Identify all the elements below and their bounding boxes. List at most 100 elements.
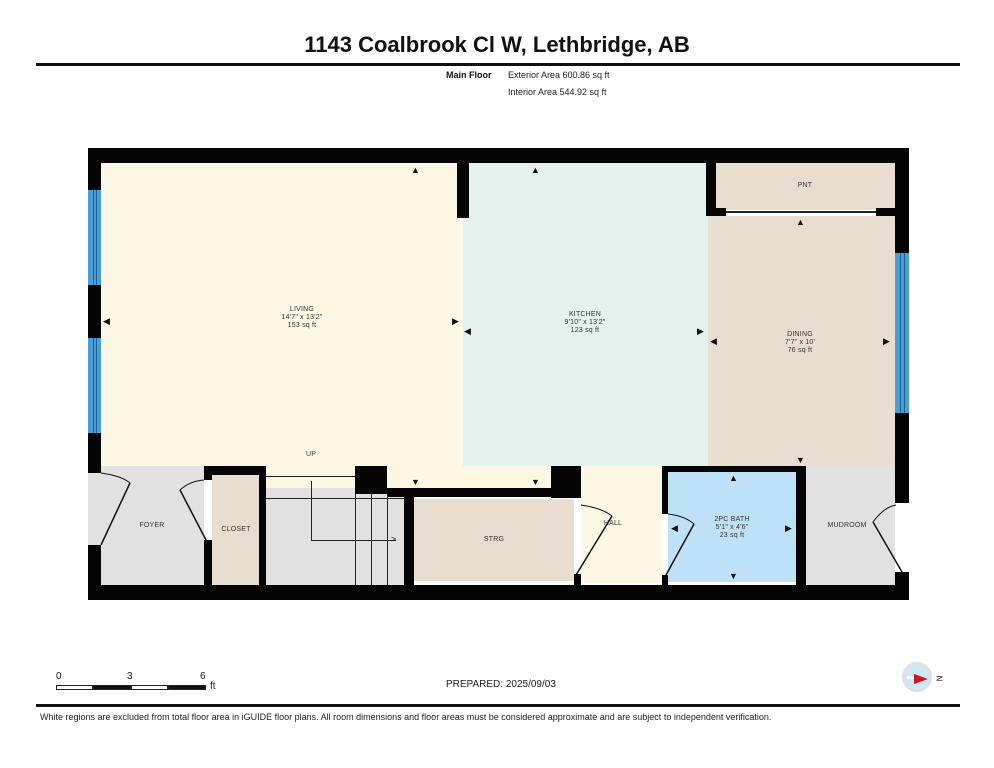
room-area: 23 sq ft bbox=[719, 532, 745, 539]
room-hall bbox=[581, 466, 662, 583]
dimension-arrow-icon: ▲ bbox=[729, 473, 738, 483]
floor-name: Main Floor bbox=[446, 70, 492, 80]
wall-closet-left bbox=[204, 466, 212, 480]
room-name: CLOSET bbox=[221, 526, 251, 533]
wall-pantry-bottom-right bbox=[876, 208, 898, 216]
compass-needle bbox=[914, 674, 928, 684]
compass-tail bbox=[907, 676, 915, 679]
label-pantry: PNT bbox=[765, 182, 845, 190]
window-left-upper bbox=[88, 190, 101, 285]
wall-storage-left bbox=[404, 488, 414, 600]
room-dims: 5'1" x 4'6" bbox=[715, 524, 749, 531]
wall-pantry-bottom-left bbox=[706, 208, 726, 216]
compass-icon bbox=[902, 662, 932, 692]
room-kitchen bbox=[463, 163, 708, 466]
room-mudroom bbox=[806, 466, 895, 585]
room-area: 123 sq ft bbox=[570, 327, 600, 334]
dimension-arrow-icon: ▲ bbox=[796, 217, 805, 227]
room-area: 76 sq ft bbox=[787, 347, 813, 354]
dimension-arrow-icon: ▶ bbox=[785, 523, 792, 533]
label-stairs-up: UP bbox=[271, 451, 351, 459]
dimension-arrow-icon: ◀ bbox=[103, 316, 110, 326]
room-storage bbox=[414, 499, 574, 581]
room-name: LIVING bbox=[289, 306, 315, 313]
scale-segment bbox=[131, 685, 168, 690]
pantry-sliding-door bbox=[726, 211, 876, 213]
label-living: LIVING 14'7" x 13'2" 153 sq ft bbox=[262, 306, 342, 330]
room-area: 153 sq ft bbox=[287, 322, 317, 329]
wall-closet-top bbox=[204, 466, 266, 475]
dimension-arrow-icon: ▶ bbox=[452, 316, 459, 326]
wall-living-kitchen-stub bbox=[457, 148, 469, 218]
room-dims: 9'10" x 13'2" bbox=[564, 319, 606, 326]
label-foyer: FOYER bbox=[112, 522, 192, 530]
stair-tread bbox=[355, 494, 356, 585]
label-bath: 2PC BATH 5'1" x 4'6" 23 sq ft bbox=[692, 516, 772, 540]
wall-hall-block bbox=[551, 466, 581, 498]
room-name: MUDROOM bbox=[827, 522, 867, 529]
room-bath bbox=[668, 472, 796, 582]
wall-top bbox=[88, 148, 909, 163]
wall-bath-left-lower bbox=[662, 575, 668, 600]
scale-tick-6: 6 bbox=[200, 671, 206, 682]
prepared-date: PREPARED: 2025/09/03 bbox=[446, 679, 556, 690]
dimension-arrow-icon: ◀ bbox=[671, 523, 678, 533]
room-name: STRG bbox=[483, 536, 505, 543]
dimension-arrow-icon: ▼ bbox=[796, 455, 805, 465]
disclaimer-text: White regions are excluded from total fl… bbox=[40, 712, 772, 722]
dimension-arrow-icon: ◀ bbox=[710, 336, 717, 346]
wall-storage-right bbox=[574, 574, 581, 600]
scale-segment bbox=[56, 685, 93, 690]
footer-divider bbox=[36, 704, 960, 707]
stair-arrow-icon: > bbox=[391, 534, 397, 544]
dimension-arrow-icon: ▶ bbox=[883, 336, 890, 346]
scale-tick-3: 3 bbox=[127, 671, 133, 682]
stair-line bbox=[266, 476, 355, 477]
scale-unit: ft bbox=[210, 681, 216, 692]
label-dining: DINING 7'7" x 10' 76 sq ft bbox=[760, 331, 840, 355]
wall-bottom bbox=[88, 585, 909, 600]
room-closet bbox=[212, 475, 259, 585]
room-name: HALL bbox=[603, 520, 623, 527]
label-storage: STRG bbox=[454, 536, 534, 544]
room-name: 2PC BATH bbox=[714, 516, 750, 523]
exterior-area: Exterior Area 600.86 sq ft bbox=[508, 70, 610, 80]
wall-bath-top bbox=[662, 466, 806, 472]
dimension-arrow-icon: ▼ bbox=[531, 477, 540, 487]
stair-line bbox=[266, 498, 404, 499]
room-hall-upper bbox=[266, 466, 581, 488]
room-name: DINING bbox=[787, 331, 813, 338]
dimension-arrow-icon: ▼ bbox=[411, 477, 420, 487]
room-name: UP bbox=[305, 451, 317, 458]
dimension-arrow-icon: ▲ bbox=[531, 165, 540, 175]
room-pantry bbox=[716, 163, 895, 210]
wall-left-lower bbox=[88, 545, 101, 600]
dimension-arrow-icon: ▶ bbox=[697, 326, 704, 336]
room-name: FOYER bbox=[139, 522, 165, 529]
wall-stair-top bbox=[387, 488, 551, 497]
wall-pantry-left bbox=[706, 148, 716, 216]
label-mudroom: MUDROOM bbox=[817, 522, 877, 530]
label-kitchen: KITCHEN 9'10" x 13'2" 123 sq ft bbox=[545, 311, 625, 335]
room-living bbox=[101, 163, 463, 466]
wall-stair-block bbox=[355, 466, 387, 494]
dimension-arrow-icon: ▲ bbox=[411, 165, 420, 175]
label-hall: HALL bbox=[583, 520, 643, 528]
room-dining bbox=[708, 216, 895, 466]
room-name: KITCHEN bbox=[568, 311, 602, 318]
room-dims: 7'7" x 10' bbox=[784, 339, 816, 346]
interior-area: Interior Area 544.92 sq ft bbox=[508, 87, 607, 97]
dimension-arrow-icon: ▼ bbox=[729, 571, 738, 581]
wall-bath-left bbox=[662, 466, 668, 514]
stair-tread bbox=[387, 494, 388, 585]
window-left-lower bbox=[88, 338, 101, 433]
property-address-title: 1143 Coalbrook Cl W, Lethbridge, AB bbox=[304, 32, 690, 57]
wall-bath-right bbox=[796, 466, 806, 600]
scale-tick-0: 0 bbox=[56, 671, 62, 682]
header-divider bbox=[36, 63, 960, 66]
stair-tread bbox=[371, 494, 372, 585]
scale-segment bbox=[93, 685, 131, 690]
dimension-arrow-icon: ◀ bbox=[464, 326, 471, 336]
window-right bbox=[895, 253, 909, 413]
